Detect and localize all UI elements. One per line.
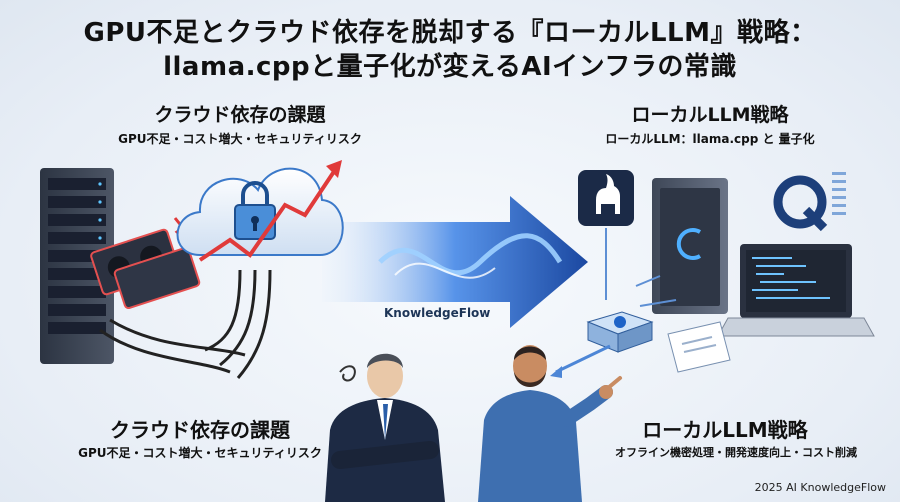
left-top-heading: クラウド依存の課題	[154, 104, 326, 126]
llama-icon	[578, 170, 634, 226]
flow-arrows	[605, 228, 677, 307]
left-top-subtitle: GPU不足・コスト増大・セキュリティリスク	[118, 132, 362, 146]
q-icon	[773, 172, 846, 232]
right-top-heading: ローカルLLM戦略	[631, 104, 789, 126]
footer-credit: 2025 AI KnowledgeFlow	[754, 481, 886, 494]
chip-box-icon	[586, 311, 654, 353]
left-bottom-subtitle: GPU不足・コスト増大・セキュリティリスク	[78, 446, 322, 460]
transition-arrow	[322, 196, 588, 328]
worried-businessman	[325, 353, 445, 502]
main-title-line-2: llama.cppと量子化が変えるAIインフラの常識	[163, 52, 737, 82]
right-top-subtitle: ローカルLLM：llama.cpp と 量子化	[605, 132, 815, 146]
server-rack-icon	[40, 168, 114, 364]
laptop-icon	[717, 244, 875, 337]
main-title-line-1: GPU不足とクラウド依存を脱却する『ローカルLLM』戦略：	[83, 18, 817, 48]
right-bottom-heading: ローカルLLM戦略	[642, 418, 808, 442]
right-bottom-subtitle: オフライン機密処理・開発速度向上・コスト削減	[615, 446, 857, 459]
cables	[99, 269, 272, 379]
arrow-brand-label: KnowledgeFlow	[384, 306, 491, 320]
cost-rise-arrow	[198, 168, 337, 262]
pointing-arrow	[555, 344, 611, 374]
left-bottom-heading: クラウド依存の課題	[110, 418, 290, 442]
presenter-man	[478, 345, 622, 502]
desktop-tower-icon	[652, 178, 728, 314]
document-icon	[667, 321, 731, 373]
cloud-lock-icon	[176, 167, 344, 256]
